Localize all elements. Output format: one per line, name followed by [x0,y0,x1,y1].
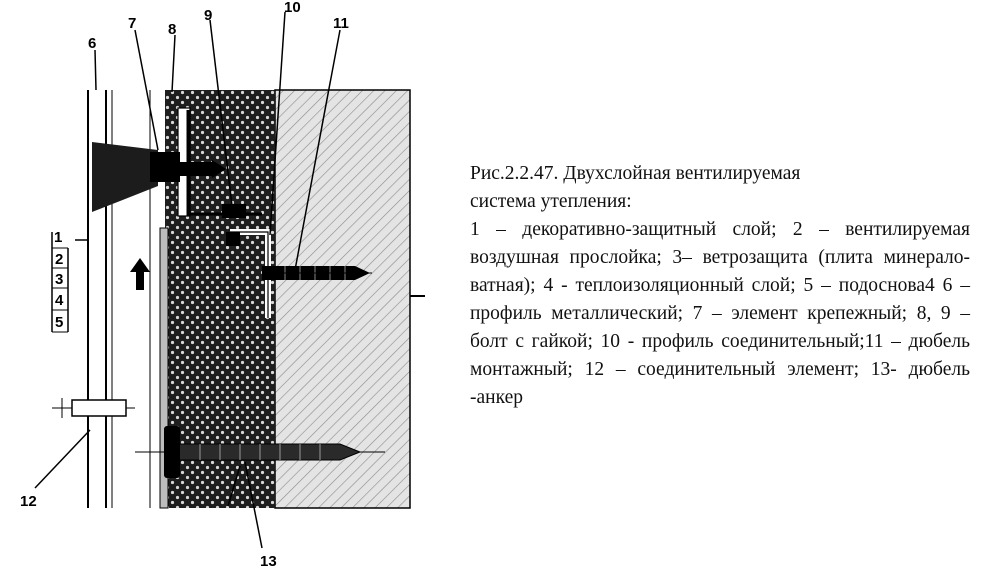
label-9: 9 [204,7,212,24]
airflow-arrow [130,258,150,290]
label-7: 7 [128,15,136,32]
fastening-element [92,142,158,212]
layer-index-column [51,232,69,333]
label-12: 12 [20,493,37,510]
wall-base [274,89,411,509]
fastening-plate [150,152,180,182]
label-3: 3 [55,271,63,288]
caption-legend: 1 – декоративно-защитный слой; 2 – венти… [470,219,970,408]
bolt-lower [226,232,240,246]
leader-lines [34,11,341,549]
figure-caption: Рис.2.2.47. Двухслойная вентилируемая си… [470,160,970,412]
label-6: 6 [88,35,96,52]
caption-title-line1: Рис.2.2.47. Двухслойная вентилируемая [470,163,801,184]
bolt-tip [212,160,226,178]
bolt-head [178,162,212,176]
label-4: 4 [55,292,64,309]
label-1: 1 [54,229,62,246]
label-8: 8 [168,21,176,38]
caption-title-line2: система утепления: [470,191,632,212]
label-13: 13 [260,553,277,570]
label-5: 5 [55,314,63,331]
label-11: 11 [333,15,349,32]
label-10: 10 [284,0,301,16]
bolt-upper [222,204,246,218]
label-2: 2 [55,251,63,268]
anchor-dowel [177,443,362,461]
anchor-dowel-thread [199,444,321,460]
anchor-washer [164,426,180,478]
wind-protection-layer [159,227,169,509]
connecting-profile-outline [230,231,269,318]
connecting-element [71,399,127,417]
